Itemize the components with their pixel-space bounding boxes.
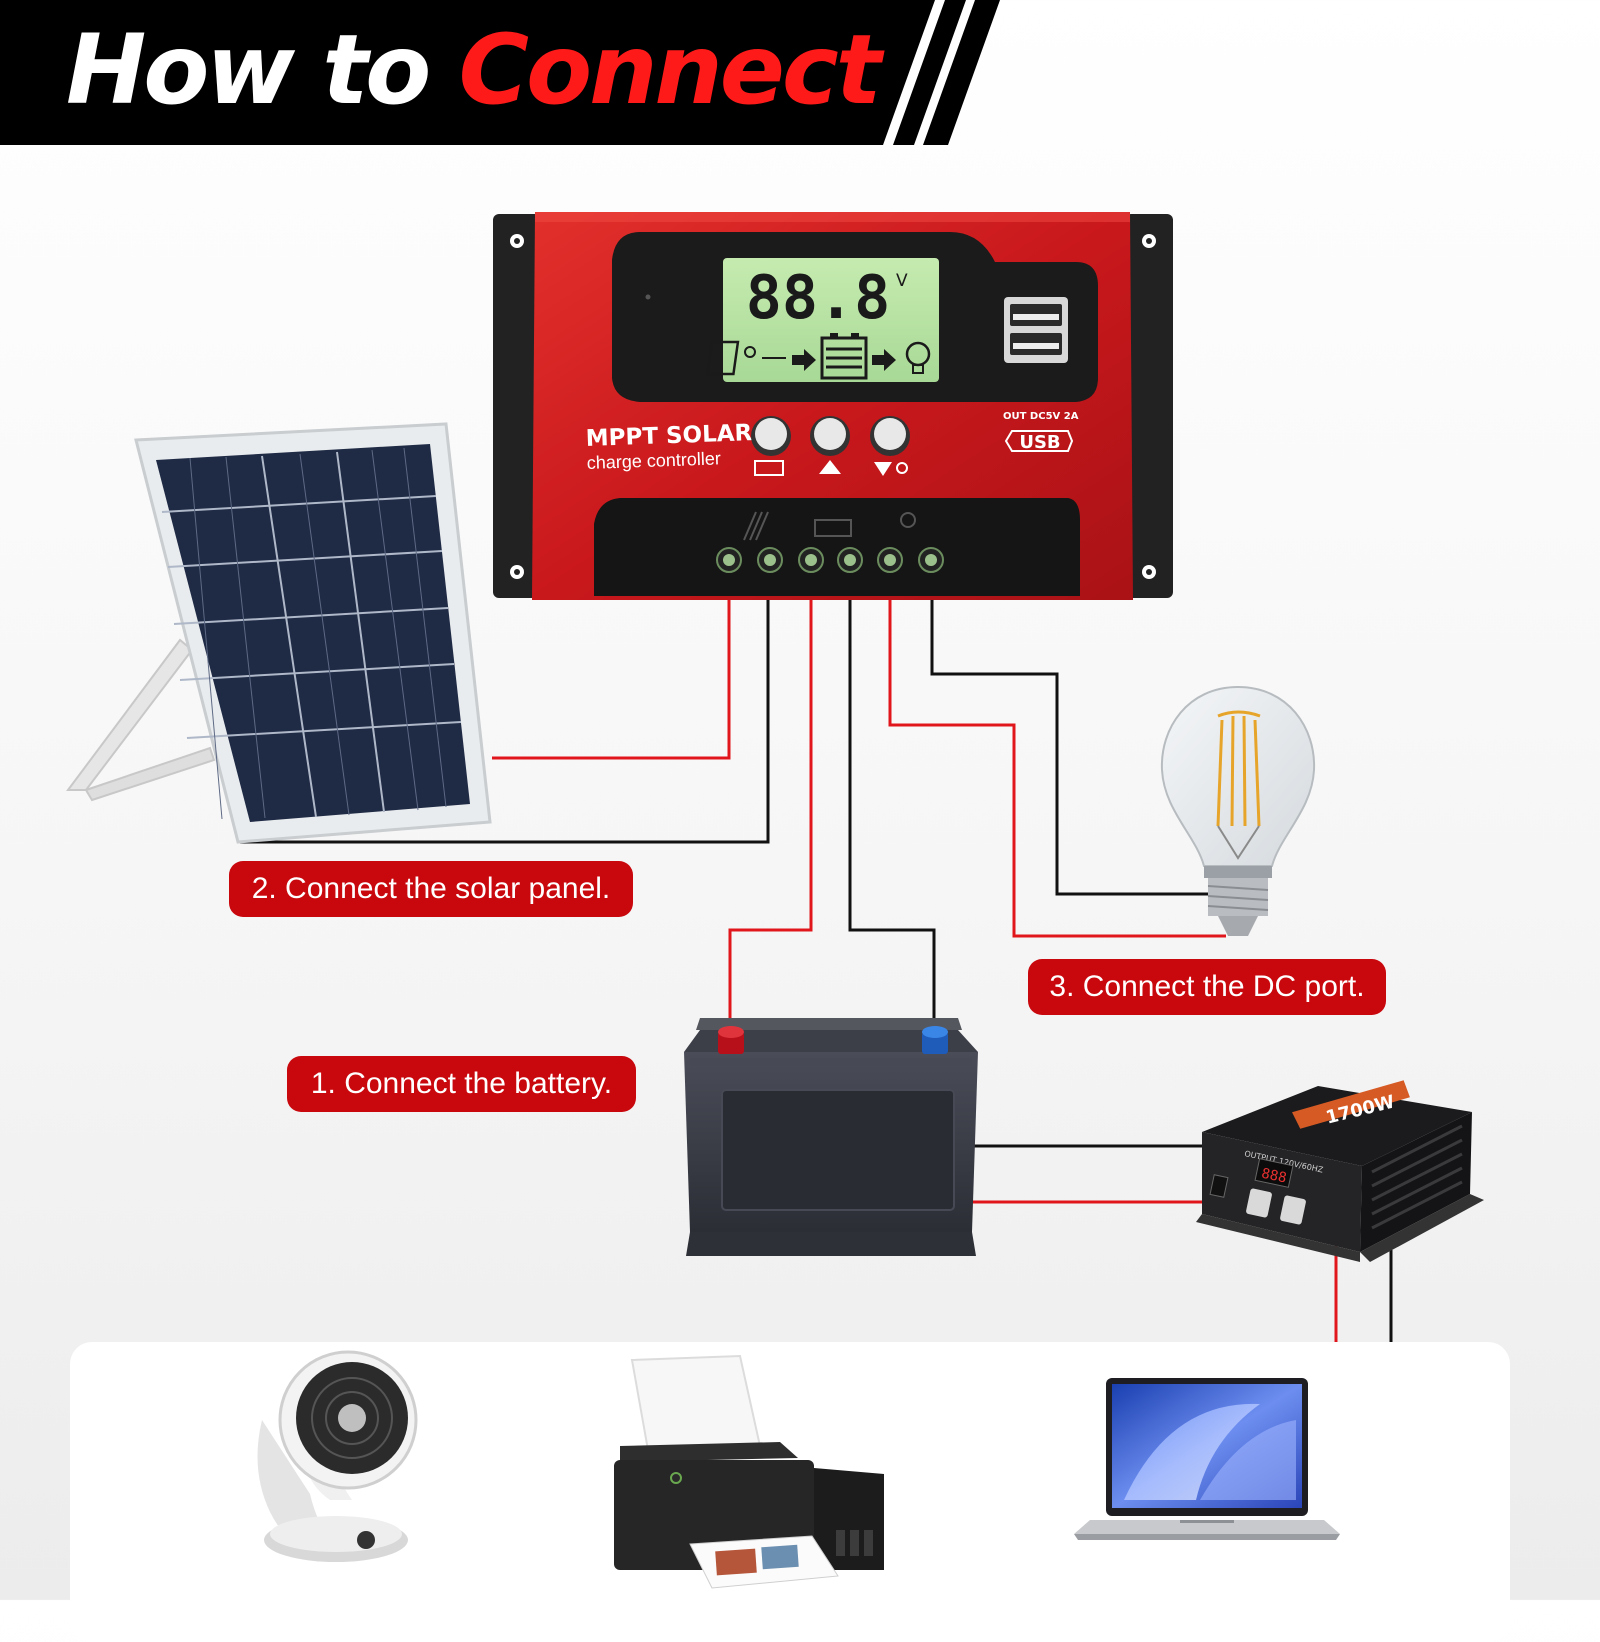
battery	[684, 1018, 978, 1256]
wire-load-positive	[888, 600, 1226, 938]
title-white-part: How to	[66, 14, 459, 126]
lcd-value: 88.8	[746, 263, 891, 333]
light-bulb	[1160, 685, 1316, 936]
inverter-heatsink-fins	[1371, 1124, 1463, 1230]
terminal-screws	[716, 547, 944, 573]
wire-panel-negative	[240, 600, 770, 844]
brand-line2: charge controller	[586, 448, 721, 473]
wire-panel-positive	[492, 600, 731, 760]
wire-battery-negative	[848, 600, 936, 1018]
down-button[interactable]	[870, 416, 910, 476]
step-1-label: 1. Connect the battery.	[287, 1056, 636, 1112]
usb-ports	[1004, 297, 1068, 363]
power-inverter: 1700W OUTPUT 120V/60HZ 888	[1196, 1080, 1484, 1262]
wires	[240, 600, 1393, 1342]
positive-terminal	[718, 1026, 744, 1054]
inverter-display: 888	[1260, 1166, 1288, 1187]
charge-controller: 88.8 V MPPT SOLAR	[493, 212, 1173, 600]
power-switch	[1209, 1174, 1229, 1198]
terminal-block	[594, 498, 1080, 596]
lcd-arrow-icon	[872, 349, 896, 371]
page-title: How to Connect	[66, 10, 882, 130]
fan-icon	[257, 1350, 418, 1562]
banner-background	[0, 0, 1000, 145]
lcd-unit: V	[896, 271, 908, 291]
printer-icon	[614, 1354, 884, 1589]
ac-outlets	[1246, 1188, 1306, 1225]
title-banner: How to Connect	[0, 0, 1600, 145]
usb-label: USB	[1019, 432, 1060, 453]
lcd-battery-icon	[820, 333, 868, 380]
brand-line1: MPPT SOLAR	[585, 420, 753, 452]
lcd-bulb-icon	[905, 341, 931, 374]
panel-cell-grid	[161, 451, 462, 818]
step-3-label: 3. Connect the DC port.	[1028, 959, 1386, 1015]
terminal-icons	[743, 511, 916, 541]
solar-panel	[66, 422, 492, 844]
step-2-label: 2. Connect the solar panel.	[229, 861, 633, 917]
lcd-arrow-icon	[792, 349, 816, 371]
wire-load-negative	[930, 600, 1214, 896]
wire-battery-positive	[728, 600, 813, 1018]
negative-terminal	[922, 1026, 948, 1054]
wiring-diagram: 88.8 V MPPT SOLAR	[66, 212, 1484, 1589]
usb-badge	[1004, 430, 1074, 452]
title-red-part: Connect	[458, 14, 882, 126]
usb-spec-text: OUT DC5V 2A	[1003, 411, 1079, 422]
lcd-sun-panel-icon	[706, 340, 786, 376]
laptop-icon	[1074, 1378, 1340, 1540]
bulb-filaments	[1216, 710, 1261, 827]
indicator-led	[645, 294, 651, 300]
menu-button[interactable]	[751, 416, 791, 476]
up-button[interactable]	[810, 416, 850, 474]
